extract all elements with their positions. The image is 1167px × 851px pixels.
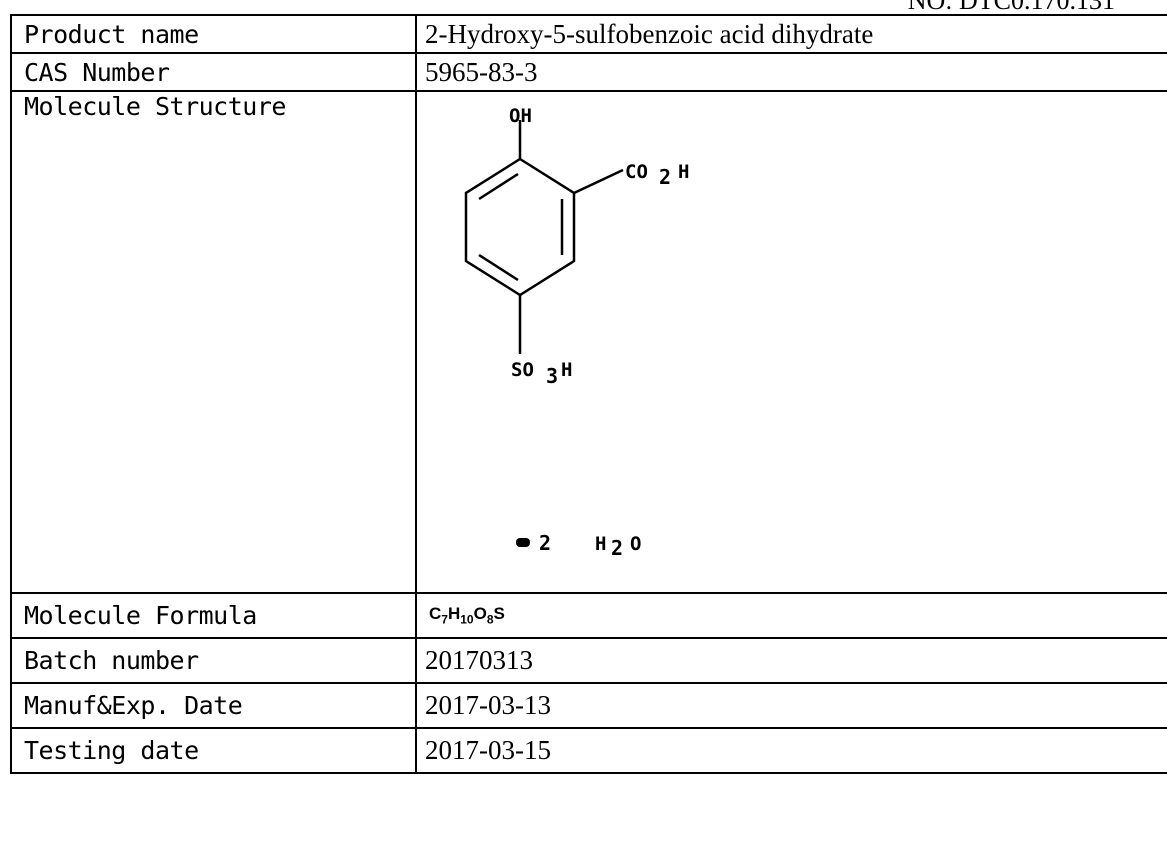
hydroxyl-label: OH — [509, 105, 532, 127]
carboxyl-subscript: 2 — [659, 165, 671, 189]
molecule-formula-label: Molecule Formula — [10, 592, 417, 639]
table-row: Manuf&Exp. Date 2017-03-13 — [10, 682, 1167, 729]
formula-h: H — [447, 604, 461, 624]
table-row: Molecule Formula C7H10O8S — [10, 592, 1167, 639]
testing-date-value: 2017-03-15 — [415, 727, 1167, 774]
water-o-label: O — [630, 533, 641, 555]
molecule-formula-value: C7H10O8S — [415, 592, 1167, 639]
molecule-structure-label: Molecule Structure — [10, 90, 417, 594]
carboxyl-bond — [573, 168, 624, 195]
table-row: Batch number 20170313 — [10, 637, 1167, 684]
sulfo-subscript: 3 — [546, 364, 558, 388]
sulfo-so-label: SO — [511, 359, 534, 381]
formula-h-count: 10 — [460, 612, 474, 627]
molecule-structure-diagram: OH CO 2 H SO 3 H 2 H 2 O — [464, 105, 689, 560]
benzene-ring — [464, 120, 624, 354]
product-name-label: Product name — [10, 14, 417, 54]
formula-c-count: 7 — [441, 612, 448, 627]
product-spec-table: Product name 2-Hydroxy-5-sulfobenzoic ac… — [10, 14, 1167, 774]
testing-date-label: Testing date — [10, 727, 417, 774]
formula-s: S — [493, 604, 505, 624]
manuf-date-label: Manuf&Exp. Date — [10, 682, 417, 729]
carboxyl-h-label: H — [678, 161, 689, 183]
table-row: Molecule Structure OH CO — [10, 90, 1167, 594]
table-row: Product name 2-Hydroxy-5-sulfobenzoic ac… — [10, 14, 1167, 54]
batch-number-label: Batch number — [10, 637, 417, 684]
hydrate-dot — [516, 538, 530, 547]
molecule-structure-cell: OH CO 2 H SO 3 H 2 H 2 O — [415, 90, 1167, 594]
formula-o-count: 8 — [486, 612, 494, 627]
batch-number-value: 20170313 — [415, 637, 1167, 684]
formula-o: O — [473, 604, 487, 624]
table-row: CAS Number 5965-83-3 — [10, 52, 1167, 92]
cas-number-value: 5965-83-3 — [415, 52, 1167, 92]
manuf-date-value: 2017-03-13 — [415, 682, 1167, 729]
sulfo-h-label: H — [561, 359, 572, 381]
product-name-value: 2-Hydroxy-5-sulfobenzoic acid dihydrate — [415, 14, 1167, 54]
document-number: NO: DTC0.170.131 — [907, 0, 1115, 15]
hydrate-count: 2 — [539, 531, 551, 555]
water-subscript: 2 — [611, 536, 623, 560]
water-h-label: H — [595, 533, 606, 555]
cas-number-label: CAS Number — [10, 52, 417, 92]
table-row: Testing date 2017-03-15 — [10, 727, 1167, 774]
formula-c: C — [429, 604, 442, 624]
carboxyl-co-label: CO — [625, 161, 648, 183]
